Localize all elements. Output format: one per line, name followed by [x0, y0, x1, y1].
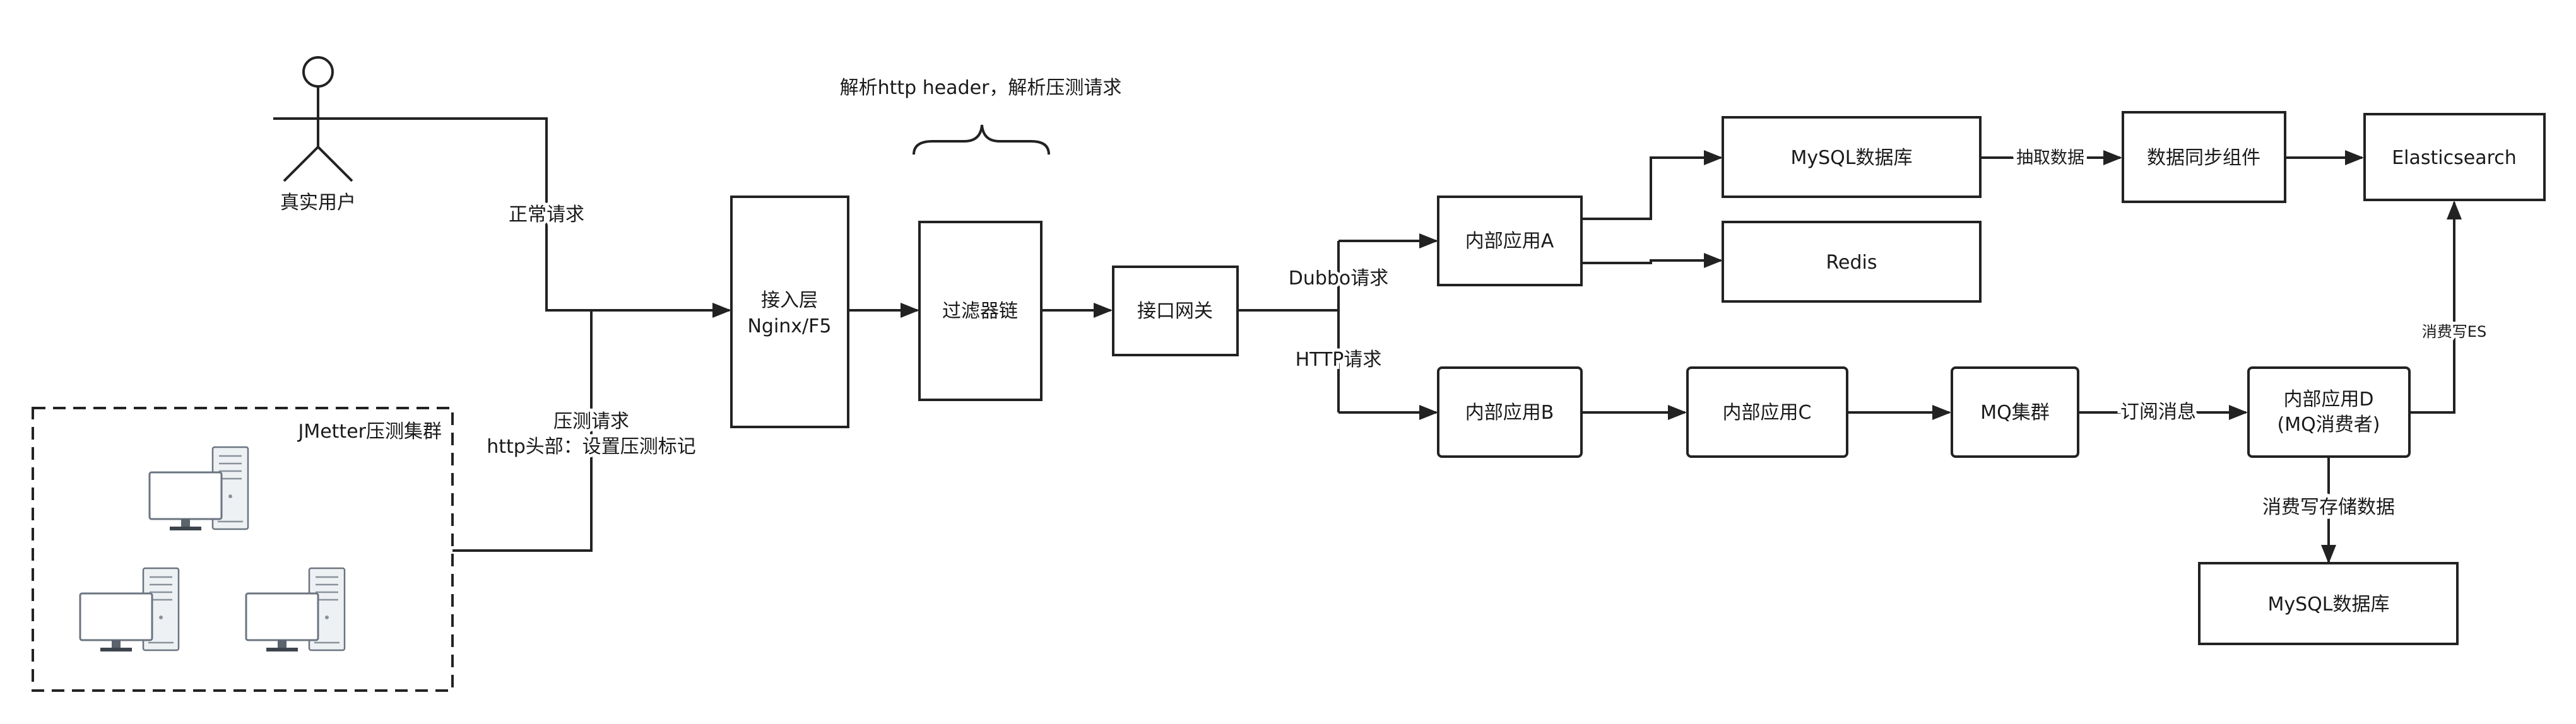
redis-box: [1722, 221, 1982, 303]
extract-label: 抽取数据: [2016, 148, 2084, 168]
app-b-label: 内部应用B: [1465, 402, 1554, 424]
api-gateway-label: 接口网关: [1137, 300, 1213, 322]
app-d-box: [2247, 366, 2411, 458]
app-d-sublabel: (MQ消费者): [2278, 414, 2380, 436]
mysql-top-label: MySQL数据库: [1790, 147, 1912, 169]
stress-request-line: [452, 310, 593, 552]
app-a-box: [1437, 196, 1583, 286]
app-a-label: 内部应用A: [1465, 230, 1554, 252]
access-layer-box: [730, 196, 849, 428]
access-layer-label: 接入层: [761, 289, 818, 312]
normal-request-label: 正常请求: [509, 204, 584, 226]
elasticsearch-label: Elasticsearch: [2392, 147, 2517, 169]
user-icon: [273, 56, 363, 182]
filter-chain-label: 过滤器链: [942, 300, 1018, 322]
mysql-bottom-label: MySQL数据库: [2267, 593, 2389, 616]
http-label: HTTP请求: [1296, 349, 1382, 371]
cluster-title: JMetter压测集群: [297, 421, 442, 443]
sync-component-box: [2122, 111, 2286, 203]
filter-brace: [913, 124, 1050, 155]
normal-request-line: [363, 117, 731, 318]
gateway-split-line: [1238, 241, 1340, 412]
app-c-label: 内部应用C: [1723, 402, 1812, 424]
mq-cluster-label: MQ集群: [1980, 402, 2050, 424]
access-layer-sublabel: Nginx/F5: [747, 315, 831, 337]
desktop-computer-icon: [245, 567, 346, 653]
mysql-bottom-box: [2198, 562, 2459, 645]
subscribe-label: 订阅消息: [2120, 401, 2196, 423]
filter-chain-box: [918, 221, 1043, 401]
stress-header-label: http头部：设置压测标记: [487, 436, 696, 458]
app-d-label: 内部应用D: [2283, 388, 2373, 411]
jmeter-cluster: [32, 407, 454, 692]
filter-annotation: 解析http header，解析压测请求: [840, 77, 1122, 99]
consume-storage-label: 消费写存储数据: [2262, 496, 2395, 518]
redis-label: Redis: [1826, 252, 1877, 274]
desktop-computer-icon: [148, 446, 249, 532]
mysql-top-box: [1722, 116, 1982, 198]
api-gateway-box: [1112, 266, 1239, 356]
desktop-computer-icon: [79, 567, 180, 653]
consume-es-label: 消费写ES: [2422, 323, 2486, 341]
stress-request-label: 压测请求: [553, 411, 629, 433]
elasticsearch-box: [2363, 113, 2546, 201]
actor-label: 真实用户: [280, 192, 356, 214]
dubbo-label: Dubbo请求: [1289, 267, 1389, 289]
sync-component-label: 数据同步组件: [2147, 147, 2260, 169]
